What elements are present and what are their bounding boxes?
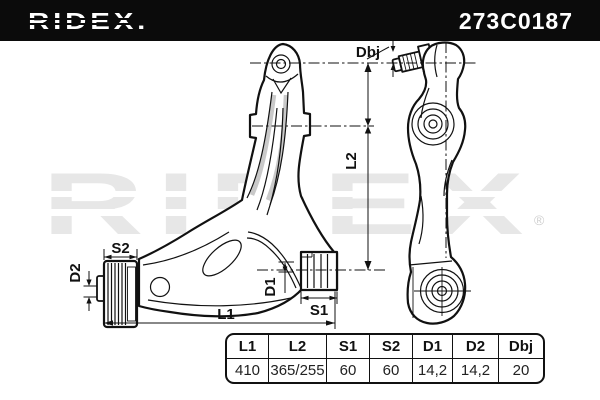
dimension-label-dbj: Dbj bbox=[356, 44, 380, 61]
spec-col-header: L1 bbox=[227, 335, 269, 359]
spec-col-header: Dbj bbox=[498, 335, 543, 359]
spec-table-value-row: 410 365/255 60 60 14,2 14,2 20 bbox=[227, 358, 543, 382]
front-view-drawing bbox=[96, 42, 339, 329]
spec-col-header: S2 bbox=[369, 335, 413, 359]
dimension-label-d1: D1 bbox=[262, 277, 279, 296]
dimension-label-l2: L2 bbox=[343, 152, 360, 170]
spec-table: L1 L2 S1 S2 D1 D2 Dbj 410 365/255 60 60 … bbox=[225, 333, 545, 384]
registered-trademark-icon: ® bbox=[534, 212, 545, 228]
spec-value: 20 bbox=[498, 358, 543, 382]
left-bushing bbox=[96, 259, 139, 329]
dimension-annotations: L2 Dbj S2 D2 D1 bbox=[67, 39, 478, 329]
logo-stripe bbox=[27, 18, 144, 20]
ridex-logo: RIDEX. bbox=[28, 8, 150, 34]
right-bushing bbox=[299, 250, 339, 292]
dimension-label-s2: S2 bbox=[111, 240, 129, 257]
spec-value: 365/255 bbox=[268, 358, 327, 382]
spec-value: 14,2 bbox=[412, 358, 453, 382]
spec-value: 60 bbox=[369, 358, 413, 382]
spec-value: 410 bbox=[227, 358, 269, 382]
part-number: 273C0187 bbox=[458, 8, 573, 34]
dimension-label-d2: D2 bbox=[67, 263, 84, 282]
header-bar: RIDEX. 273C0187 bbox=[0, 0, 600, 41]
spec-col-header: S1 bbox=[326, 335, 370, 359]
dimension-label-s1: S1 bbox=[310, 302, 328, 319]
side-view-drawing bbox=[391, 41, 471, 325]
spec-table-header-row: L1 L2 S1 S2 D1 D2 Dbj bbox=[227, 335, 543, 359]
spec-col-header: D2 bbox=[452, 335, 499, 359]
spec-value: 14,2 bbox=[452, 358, 499, 382]
spec-value: 60 bbox=[326, 358, 370, 382]
spec-col-header: D1 bbox=[412, 335, 453, 359]
dimension-label-l1: L1 bbox=[217, 306, 235, 323]
logo-stripe bbox=[27, 23, 144, 25]
spec-col-header: L2 bbox=[268, 335, 327, 359]
